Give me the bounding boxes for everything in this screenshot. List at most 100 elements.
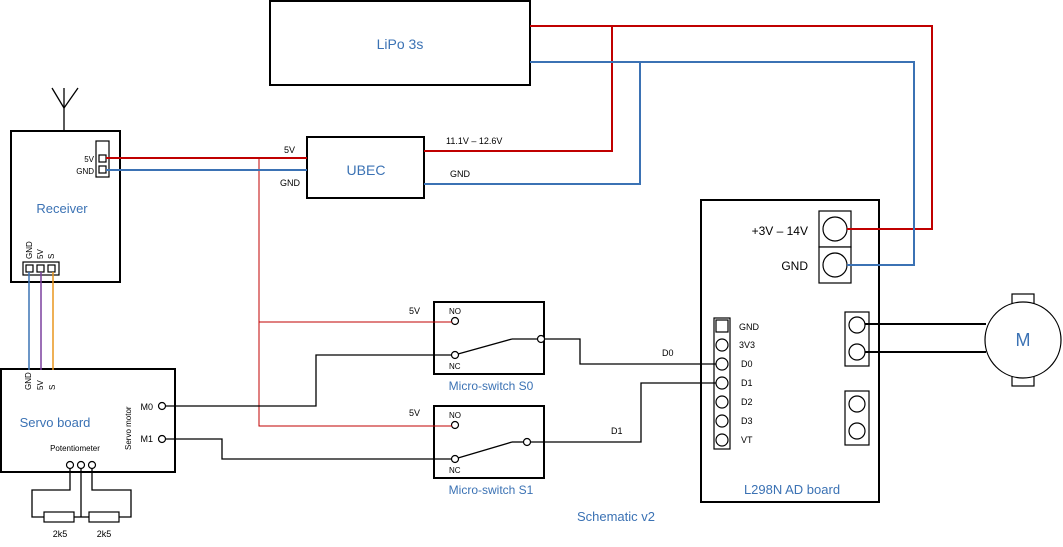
pin-d1-label: D1	[741, 378, 753, 388]
wire-battery-to-ubec-gnd	[424, 62, 641, 185]
s1-nc-terminal	[450, 454, 460, 464]
potentiometer-label: Potentiometer	[50, 444, 100, 453]
micro-switch-s0: NO NC Micro-switch S0	[433, 301, 546, 393]
ubec-in-5v-label: 5V	[284, 145, 295, 155]
m1-terminal	[157, 434, 167, 444]
pin-d2-label: D2	[741, 397, 753, 407]
receiver-pin-s-label: S	[47, 254, 56, 259]
s0-com-terminal	[536, 334, 546, 344]
wire-s0-to-d0	[545, 338, 716, 365]
pot-pin-3	[87, 460, 97, 470]
motor-b-screw-2	[848, 422, 866, 440]
wire-battery-to-ubec-v	[424, 26, 613, 152]
servo-pin-s-label: S	[48, 385, 57, 390]
wire-battery-to-l298n-v	[530, 25, 933, 230]
signal-wires	[166, 323, 986, 460]
servo-pin-5v-label: 5V	[36, 380, 45, 390]
receiver-pin-gnd	[98, 165, 107, 174]
motor-label: M	[1016, 330, 1031, 350]
s0-nc-label: NC	[449, 362, 461, 371]
lipo-label: LiPo 3s	[377, 36, 424, 52]
resistor-1	[43, 511, 75, 523]
motor: M	[984, 293, 1062, 387]
pin-gnd-label: GND	[739, 322, 760, 332]
s1-5v-label: 5V	[409, 408, 420, 418]
s0-no-terminal	[450, 316, 460, 326]
power-v-label: +3V – 14V	[752, 224, 808, 238]
lipo-battery: LiPo 3s	[269, 0, 531, 86]
receiver-pin-s-b	[47, 264, 56, 273]
wire-d0-label: D0	[662, 348, 674, 358]
ground-wires	[106, 61, 915, 266]
s0-5v-label: 5V	[409, 306, 420, 316]
receiver-5v-label: 5V	[84, 155, 94, 164]
l298n-label: L298N AD board	[744, 482, 840, 497]
servo-motor-label: Servo motor	[124, 406, 133, 450]
s1-no-label: NO	[449, 411, 461, 420]
s0-no-label: NO	[449, 307, 461, 316]
m1-label: M1	[140, 434, 153, 444]
pin-3v3-label: 3V3	[739, 340, 755, 350]
l298n-board: L298N AD board +3V – 14V GND GND 3V3 D0 …	[700, 199, 880, 503]
wire-m1-to-s1	[166, 438, 452, 460]
ubec-label: UBEC	[347, 162, 386, 178]
pin-d0	[715, 357, 729, 371]
pin-d1	[715, 376, 729, 390]
receiver-pin-gnd-label: GND	[25, 241, 34, 259]
power-wires	[106, 25, 933, 427]
pin-3v3	[715, 338, 729, 352]
servo-board-block: Servo board GND 5V S Servo motor M0 M1 P…	[0, 368, 176, 473]
m0-label: M0	[140, 402, 153, 412]
pin-d0-label: D0	[741, 359, 753, 369]
ubec-out-v-label: 11.1V – 12.6V	[446, 136, 502, 146]
s1-nc-label: NC	[449, 466, 461, 475]
receiver-label: Receiver	[36, 201, 88, 216]
micro-switch-s0-label: Micro-switch S0	[449, 379, 534, 393]
s1-com-terminal	[522, 437, 532, 447]
servo-pin-gnd-label: GND	[24, 372, 33, 390]
pin-d3	[715, 414, 729, 428]
pin-gnd	[715, 319, 729, 333]
ubec-in-gnd-label: GND	[280, 178, 301, 188]
power-gnd-label: GND	[781, 259, 808, 273]
servo-harness	[28, 272, 54, 370]
resistor-network: 2k5 2k5	[31, 468, 132, 539]
resistor-1-label: 2k5	[53, 529, 68, 539]
resistor-2-label: 2k5	[97, 529, 112, 539]
pot-pin-2	[76, 460, 86, 470]
power-screw-v	[822, 216, 848, 242]
micro-switch-s1-label: Micro-switch S1	[449, 483, 534, 497]
wire-s1-to-d1	[530, 382, 716, 443]
ubec-block: UBEC	[306, 136, 425, 199]
m0-terminal	[157, 401, 167, 411]
pin-d3-label: D3	[741, 416, 753, 426]
wire-5v-to-s1	[258, 322, 452, 427]
motor-b-screw-1	[848, 395, 866, 413]
s1-no-terminal	[450, 420, 460, 430]
pot-pin-1	[65, 460, 75, 470]
receiver-block: Receiver 5V GND GND 5V S	[10, 87, 121, 283]
resistor-2	[88, 511, 120, 523]
motor-body	[984, 301, 1062, 379]
power-screw-gnd	[822, 252, 848, 278]
antenna-icon	[51, 87, 79, 131]
motor-a-screw-1	[848, 316, 866, 334]
receiver-gnd-label: GND	[76, 167, 94, 176]
motor-a-screw-2	[848, 343, 866, 361]
ubec-out-gnd-label: GND	[450, 169, 471, 179]
pin-d2	[715, 395, 729, 409]
receiver-pin-5v	[98, 154, 107, 163]
schematic-caption: Schematic v2	[577, 509, 655, 524]
wire-d1-label: D1	[611, 426, 623, 436]
wire-battery-to-l298n-gnd	[530, 61, 915, 266]
receiver-pin-5v-b	[36, 264, 45, 273]
s0-nc-terminal	[450, 350, 460, 360]
wire-m0-to-s0	[166, 354, 452, 407]
pin-vt	[715, 433, 729, 447]
servo-board-label: Servo board	[20, 415, 91, 430]
receiver-pin-gnd-b	[25, 264, 34, 273]
pin-vt-label: VT	[741, 435, 753, 445]
receiver-pin-5v-label: 5V	[36, 249, 45, 259]
micro-switch-s1: NO NC Micro-switch S1	[433, 405, 545, 497]
